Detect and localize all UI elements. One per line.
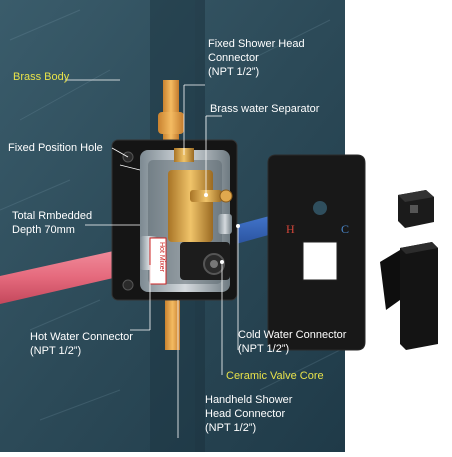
bottom-copper-pipe	[165, 295, 180, 350]
cold-water-connector-label: Cold Water Connector (NPT 1/2”)	[238, 329, 347, 355]
mounting-adapter	[398, 190, 434, 228]
hot-water-pipe	[0, 250, 122, 304]
cold-inlet-fitting	[218, 214, 232, 234]
top-pipe-coupling	[158, 112, 184, 134]
hot-letter: H	[286, 222, 295, 236]
hot-water-connector-label: Hot Water Connector (NPT 1/2”)	[30, 331, 133, 357]
handheld-shower-head-label: Handheld Shower Head Connector (NPT 1/2”…	[205, 394, 293, 434]
sticker-text: Hot Mixer	[158, 242, 165, 273]
leader-lines	[65, 79, 239, 438]
fixed-shower-head-label: Fixed Shower Head Connector (NPT 1/2”)	[208, 38, 305, 78]
handle-opening	[302, 241, 338, 281]
wall-texture	[0, 9, 341, 421]
brass-body	[168, 170, 213, 242]
cold-letter: C	[341, 222, 350, 236]
diverter-hole	[313, 201, 327, 215]
ceramic-valve-core-label: Ceramic Valve Core	[226, 370, 324, 382]
lever-handle	[380, 242, 438, 350]
fixed-position-hole-label: Fixed Position Hole	[8, 142, 103, 154]
brass-body-label: Brass Body	[13, 71, 70, 83]
cover-plate	[267, 154, 366, 351]
total-embedded-depth-label: Total Rmbedded Depth 70mm	[12, 210, 93, 236]
hot-mixer-sticker: Hot Mixer	[149, 237, 167, 285]
brass-water-separator-label: Brass water Separator	[210, 103, 320, 115]
